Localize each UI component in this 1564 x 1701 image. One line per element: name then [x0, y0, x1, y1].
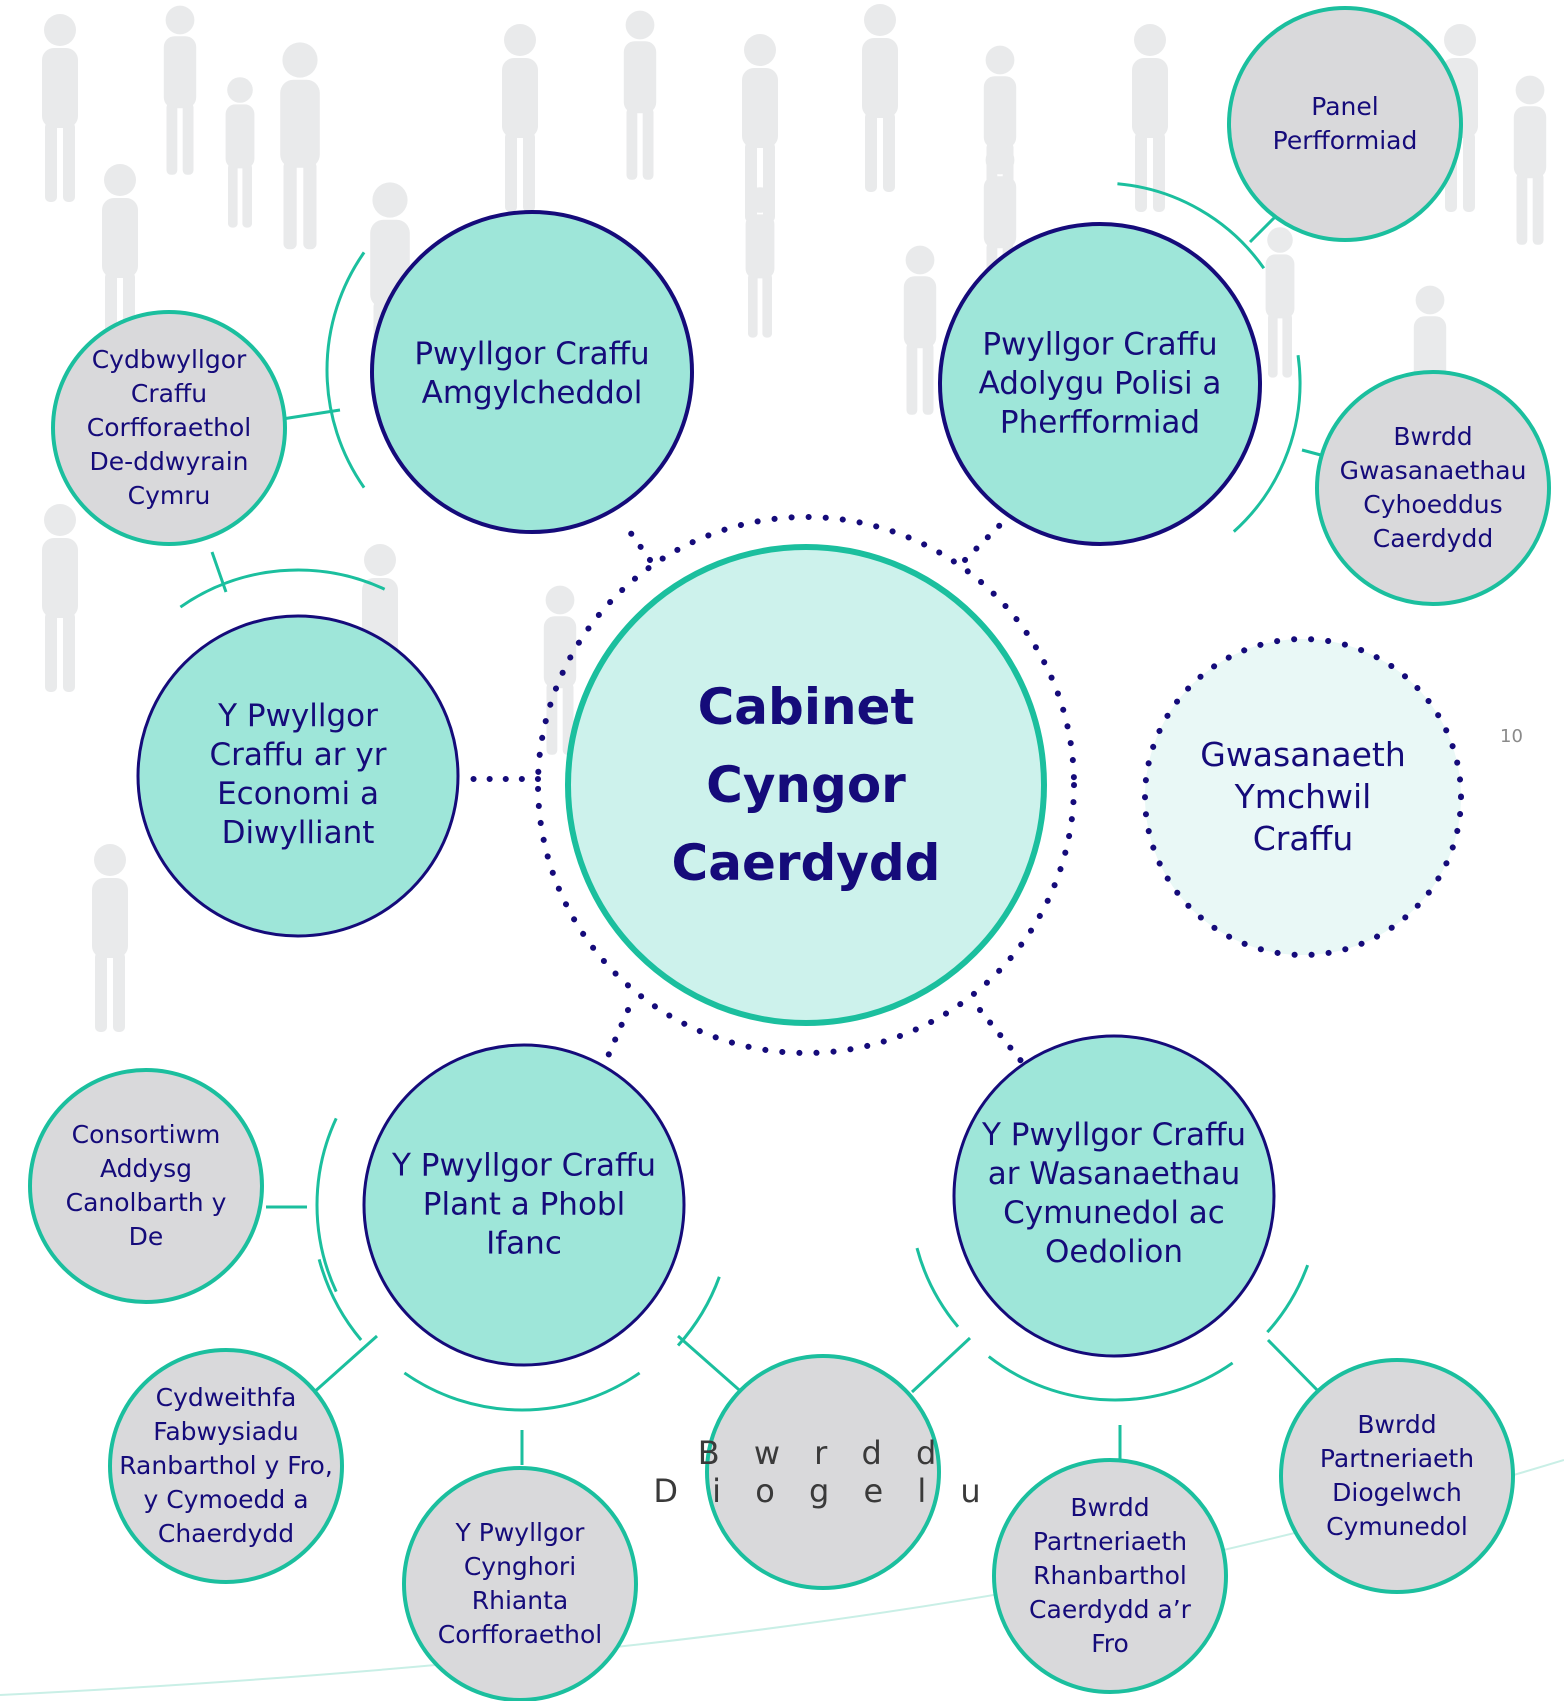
person-silhouette-icon [1513, 75, 1547, 245]
center-dotted-ring [535, 514, 1077, 1056]
line-to-community-safety [1266, 1338, 1327, 1400]
center-node-label: Cabinet Cyngor Caerdydd [671, 678, 941, 892]
committee-policy-performance-label: Pwyllgor Craffu Adolygu Polisi a Pherffo… [978, 326, 1222, 441]
partner-parenting-committee-label: Y Pwyllgor Cynghori Rhianta Corfforaetho… [437, 1518, 603, 1649]
arc-children-bottom [403, 1371, 641, 1412]
committee-environmental-label: Pwyllgor Craffu Amgylcheddol [414, 336, 650, 411]
dotted-link-children [599, 1007, 631, 1073]
person-silhouette-icon [862, 4, 898, 192]
arc-community-bottom-right [1266, 1264, 1310, 1334]
partner-community-safety-label: Bwrdd Partneriaeth Diogelwch Cymunedol [1319, 1410, 1475, 1541]
dotted-link-community [977, 1007, 1033, 1075]
committee-children-young-people-label: Y Pwyllgor Craffu Plant a Phobl Ifanc [391, 1147, 657, 1262]
partner-performance-panel-node [1227, 6, 1463, 242]
person-silhouette-icon [1132, 24, 1168, 212]
center-node [565, 544, 1047, 1026]
diagram-nodes [28, 6, 1551, 1701]
arc-environmental-left [325, 251, 366, 489]
person-silhouette-icon [623, 10, 657, 180]
committee-community-adult-label: Y Pwyllgor Craffu ar Wasanaethau Cymuned… [981, 1117, 1247, 1270]
committee-community-adult-node [952, 1034, 1276, 1358]
dotted-link-environmental [622, 522, 653, 563]
arc-children-left [315, 1117, 338, 1293]
partner-education-consortium-node [28, 1068, 264, 1304]
partner-community-safety-node [1279, 1358, 1515, 1594]
partner-education-consortium-label: Consortiwm Addysg Canolbarth y De [65, 1120, 227, 1251]
partner-safeguarding-board-label: B w r d d D i o g e l u [653, 1434, 993, 1510]
partner-adoption-collaborative-label: Cydweithfa Fabwysiadu Ranbarthol y Fro, … [119, 1383, 333, 1548]
partner-public-services-board-node [1315, 370, 1551, 606]
committee-environmental-node [370, 210, 694, 534]
partner-public-services-board-label: Bwrdd Gwasanaethau Cyhoeddus Caerdydd [1339, 422, 1527, 553]
arc-policy-right [1232, 354, 1302, 533]
line-joint-scrutiny-down [210, 551, 228, 593]
committee-policy-performance-node [938, 222, 1262, 546]
line-children-to-safeguarding [677, 1334, 747, 1398]
partner-joint-scrutiny-label: Cydbwyllgor Craffu Corfforaethol De-ddwy… [86, 345, 252, 510]
partner-regional-partnership-label: Bwrdd Partneriaeth Rhanbarthol Caerdydd … [1029, 1493, 1191, 1658]
partner-safeguarding-board-node [705, 1354, 941, 1590]
research-service-label: Gwasanaeth Ymchwil Craffu [1200, 735, 1406, 858]
page-number: 10 [1500, 726, 1523, 747]
arc-community-bottom [987, 1355, 1234, 1402]
research-service-node [1142, 636, 1464, 958]
person-silhouette-icon [42, 14, 78, 202]
arc-policy-top [1117, 182, 1266, 270]
person-silhouette-icon [1265, 227, 1295, 378]
person-silhouette-icon [903, 245, 937, 415]
arc-children-bottom-left [317, 1258, 363, 1341]
background-crowd-figures [42, 4, 1547, 1032]
committee-children-young-people-node [362, 1043, 686, 1367]
person-silhouette-icon [42, 504, 78, 692]
partner-performance-panel-label: Panel Perfformiad [1272, 92, 1418, 155]
person-silhouette-icon [163, 5, 197, 175]
person-silhouette-icon [543, 585, 577, 755]
partner-parenting-committee-node [402, 1466, 638, 1701]
partner-regional-partnership-node [992, 1458, 1228, 1694]
line-community-to-safeguarding [910, 1336, 972, 1394]
partner-adoption-collaborative-node [108, 1348, 344, 1584]
line-to-performance-panel [1248, 212, 1280, 244]
connector-lines [179, 182, 1333, 1465]
partner-joint-scrutiny-node [51, 310, 287, 546]
person-silhouette-icon [92, 844, 128, 1032]
committee-economy-culture-node [136, 614, 460, 938]
dotted-link-policy [962, 512, 1013, 563]
person-silhouette-icon [745, 187, 775, 338]
person-silhouette-icon [280, 42, 320, 250]
line-to-adoption-collaborative [311, 1334, 378, 1396]
arc-economy-top [179, 568, 386, 609]
arc-community-bottom-left [915, 1247, 960, 1328]
person-silhouette-icon [225, 77, 255, 228]
person-silhouette-icon [502, 24, 538, 212]
committee-economy-culture-label: Y Pwyllgor Craffu ar yr Economi a Diwyll… [209, 698, 387, 851]
arc-children-bottom-right [676, 1276, 721, 1347]
